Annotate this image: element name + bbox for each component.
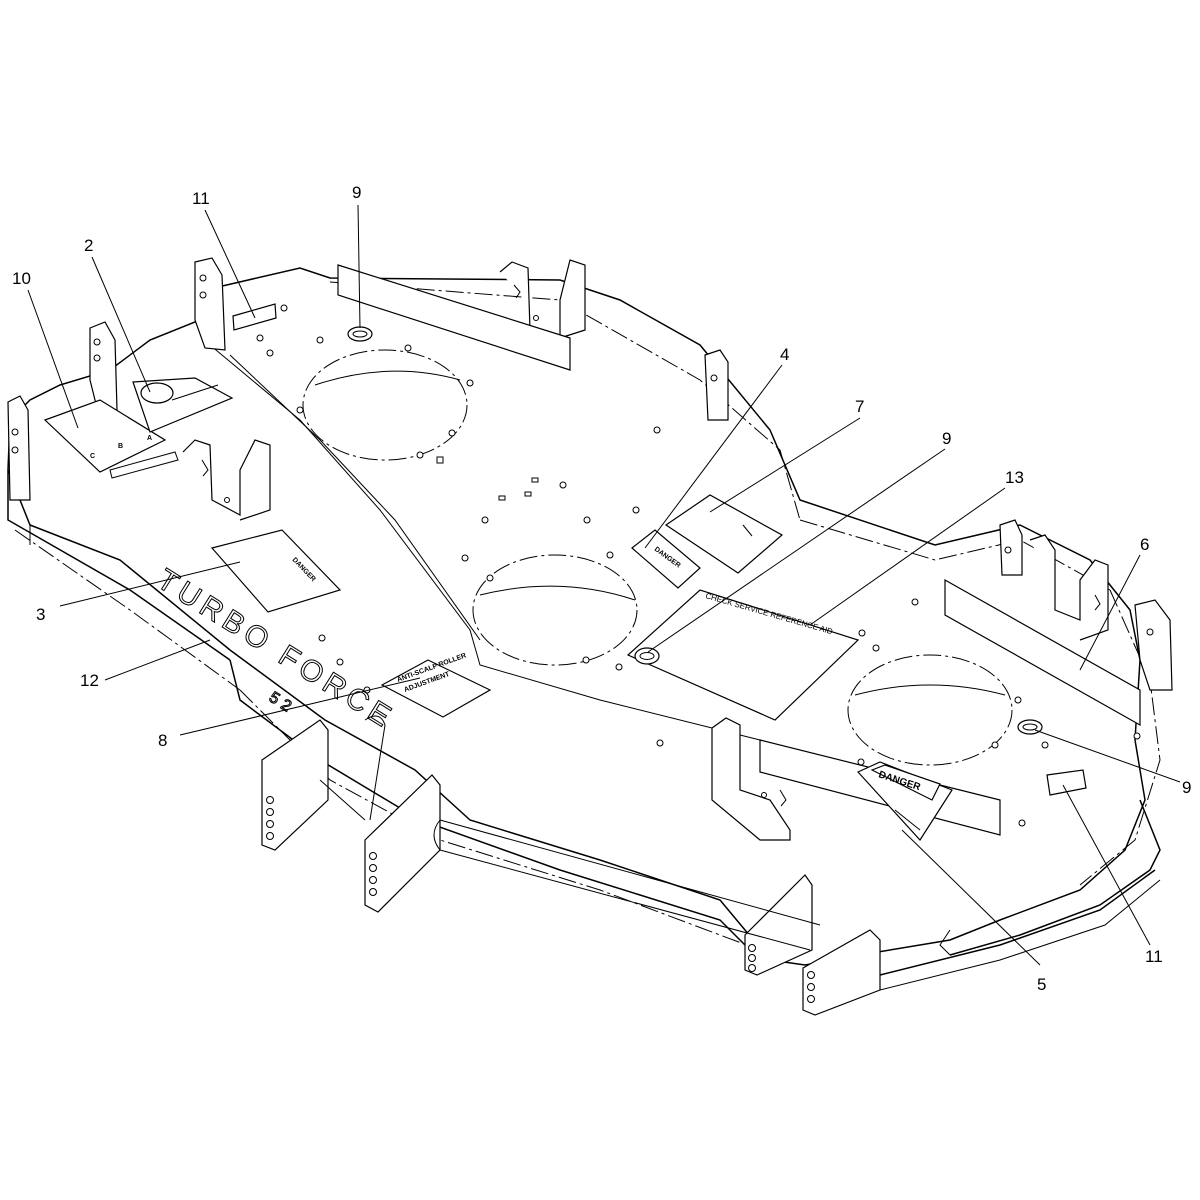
plug-cap-top [347, 326, 373, 342]
callout-9-right: 9 [1182, 778, 1191, 797]
center-front-bracket [711, 717, 791, 841]
callout-labels: 11 9 2 10 4 7 9 13 6 3 12 8 9 11 5 [12, 183, 1191, 994]
decal-4-danger: DANGER [631, 529, 701, 589]
plug-cap-right [1017, 719, 1043, 735]
callout-10: 10 [12, 269, 31, 288]
callout-11-top: 11 [192, 189, 210, 208]
callout-8: 8 [158, 731, 167, 750]
height-letter-b: B [118, 443, 123, 450]
right-spindle-opening [847, 654, 1013, 766]
rear-left-bracket [7, 257, 226, 501]
blade-openings [302, 349, 1013, 766]
callout-9-center: 9 [942, 429, 951, 448]
callout-2: 2 [84, 236, 93, 255]
height-letter-a: A [147, 435, 152, 442]
callout-6: 6 [1140, 535, 1149, 554]
decal-7 [664, 494, 784, 574]
center-spindle-opening [472, 554, 638, 666]
decal-cap-plate [132, 377, 234, 433]
callout-13: 13 [1005, 468, 1024, 487]
right-rear-brackets [704, 349, 1173, 691]
top-rear-bracket [499, 259, 586, 341]
decal-13-service-aid: CHECK SERVICE REFERENCE AID [626, 589, 860, 721]
callout-12: 12 [80, 671, 99, 690]
callout-3: 3 [36, 605, 45, 624]
left-wheel-bracket [182, 439, 271, 521]
callout-11-right: 11 [1145, 947, 1163, 966]
leader-lines [27, 204, 1181, 966]
height-letter-c: C [90, 453, 95, 460]
mounting-holes [256, 304, 1141, 827]
plug-cap-center [634, 647, 660, 665]
left-spindle-opening [302, 349, 468, 461]
callout-4: 4 [780, 345, 789, 364]
decal-11-right [1046, 769, 1087, 796]
callout-7: 7 [855, 397, 864, 416]
callout-5: 5 [1037, 975, 1046, 994]
decal-3-danger: DANGER [210, 529, 342, 613]
callout-9-top: 9 [352, 183, 361, 202]
height-of-cut-plate: A B C [43, 399, 179, 479]
front-hitch [261, 715, 1161, 1016]
